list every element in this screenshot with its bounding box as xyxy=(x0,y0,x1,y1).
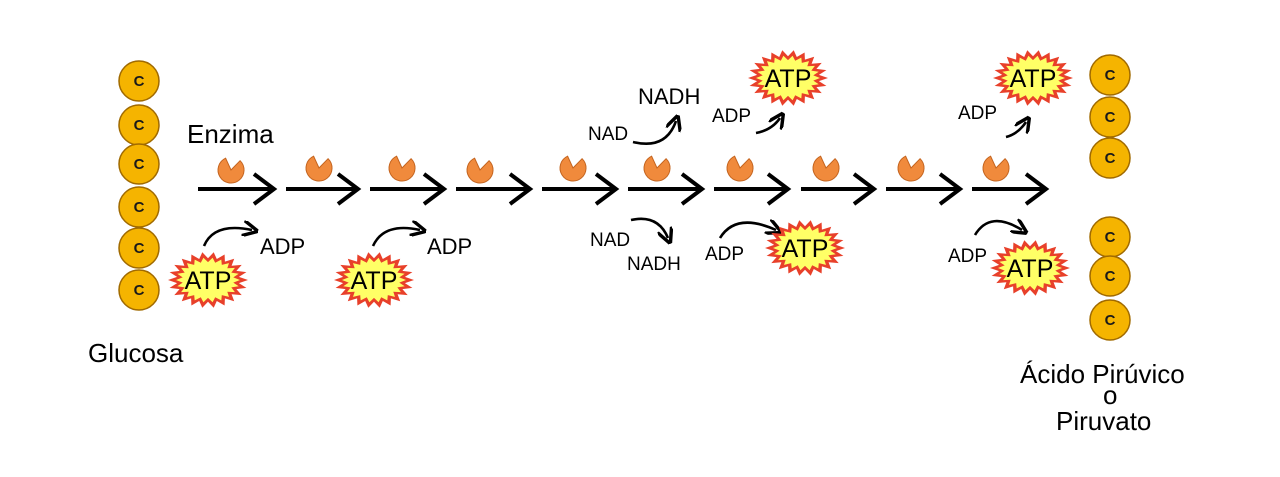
svg-text:C: C xyxy=(1105,109,1116,126)
adp-label: ADP xyxy=(427,234,472,259)
curved-arrow xyxy=(632,121,676,145)
reaction-arrow xyxy=(972,172,1050,206)
carbon-atom: C xyxy=(1089,255,1131,297)
carbon-atom: C xyxy=(118,104,160,146)
curved-arrow xyxy=(202,228,252,247)
adp-label: ADP xyxy=(712,106,751,127)
svg-text:C: C xyxy=(134,282,145,299)
atp-bursts: ATP ATP ATP ATP ATP ATP xyxy=(168,50,1073,308)
curved-arrows xyxy=(202,118,1026,247)
carbon-atom: C xyxy=(118,60,160,102)
nadh-label: NADH xyxy=(627,254,681,275)
atp-burst: ATP xyxy=(993,50,1073,106)
pyruvate-carbon-chain-top: C C C xyxy=(1089,54,1131,179)
svg-text:C: C xyxy=(1105,268,1116,285)
adp-label: ADP xyxy=(948,246,987,267)
adp-label: ADP xyxy=(260,234,305,259)
substrate-label: Glucosa xyxy=(88,338,184,368)
enzyme-icon xyxy=(982,155,1010,182)
carbon-atom: C xyxy=(1089,216,1131,258)
enzyme-icon xyxy=(897,155,925,182)
enzyme-icon xyxy=(559,155,587,182)
curved-arrow xyxy=(718,223,776,239)
enzyme-icon xyxy=(388,155,416,182)
atp-label: ATP xyxy=(185,267,232,295)
reaction-arrow xyxy=(801,172,878,206)
carbon-atom: C xyxy=(1089,137,1131,179)
carbon-atom: C xyxy=(1089,96,1131,138)
enzyme-icon xyxy=(217,157,245,184)
atp-burst: ATP xyxy=(748,50,828,106)
atp-burst: ATP xyxy=(765,220,845,276)
svg-text:C: C xyxy=(134,117,145,134)
atp-label: ATP xyxy=(351,267,398,295)
enzyme-icon xyxy=(305,155,333,182)
curved-arrow xyxy=(755,118,780,135)
atp-label: ATP xyxy=(1007,255,1054,283)
svg-text:C: C xyxy=(134,199,145,216)
enzyme-label: Enzima xyxy=(187,119,274,149)
curved-arrow xyxy=(371,228,420,247)
carbon-atom: C xyxy=(1089,54,1131,96)
reaction-arrow xyxy=(198,172,278,206)
enzyme-icon xyxy=(643,155,671,182)
atp-burst: ATP xyxy=(334,252,414,308)
atp-burst: ATP xyxy=(168,252,248,308)
adp-label: ADP xyxy=(705,244,744,265)
reaction-arrow xyxy=(886,172,964,206)
product-label-line2: o xyxy=(1103,380,1117,410)
atp-label: ATP xyxy=(1010,65,1057,93)
svg-text:C: C xyxy=(134,73,145,90)
carbon-atom: C xyxy=(118,227,160,269)
svg-text:C: C xyxy=(1105,229,1116,246)
carbon-atom: C xyxy=(118,269,160,311)
enzymes xyxy=(217,155,1010,184)
product-label-line1: Ácido Pirúvico xyxy=(1020,359,1185,389)
carbon-atom: C xyxy=(1089,299,1131,341)
svg-text:C: C xyxy=(1105,67,1116,84)
curved-arrow xyxy=(973,221,1022,236)
atp-label: ATP xyxy=(765,65,812,93)
nadh-label: NADH xyxy=(638,84,700,109)
atp-label: ATP xyxy=(782,235,829,263)
reaction-arrow xyxy=(370,172,448,206)
carbon-atom: C xyxy=(118,186,160,228)
nad-label: NAD xyxy=(590,230,630,251)
reaction-arrow xyxy=(286,172,362,206)
enzyme-icon xyxy=(726,155,754,182)
curved-arrow xyxy=(1005,122,1026,139)
nad-label: NAD xyxy=(588,124,628,145)
reaction-arrow xyxy=(714,172,792,206)
reaction-arrows xyxy=(198,172,1050,206)
pyruvate-carbon-chain-bottom: C C C xyxy=(1089,216,1131,341)
reaction-arrow xyxy=(628,172,706,206)
adp-label: ADP xyxy=(958,103,997,124)
enzyme-icon xyxy=(466,157,494,184)
svg-text:C: C xyxy=(134,240,145,257)
atp-burst: ATP xyxy=(990,240,1070,296)
reaction-arrow xyxy=(456,172,534,206)
reaction-arrow xyxy=(542,172,620,206)
curved-arrow xyxy=(630,217,668,238)
svg-text:C: C xyxy=(1105,312,1116,329)
svg-text:C: C xyxy=(1105,150,1116,167)
product-label-line3: Piruvato xyxy=(1056,406,1151,436)
glucose-carbon-chain: C C C C C C xyxy=(118,60,160,311)
enzyme-icon xyxy=(812,155,840,182)
svg-text:C: C xyxy=(134,156,145,173)
carbon-atom: C xyxy=(118,143,160,185)
